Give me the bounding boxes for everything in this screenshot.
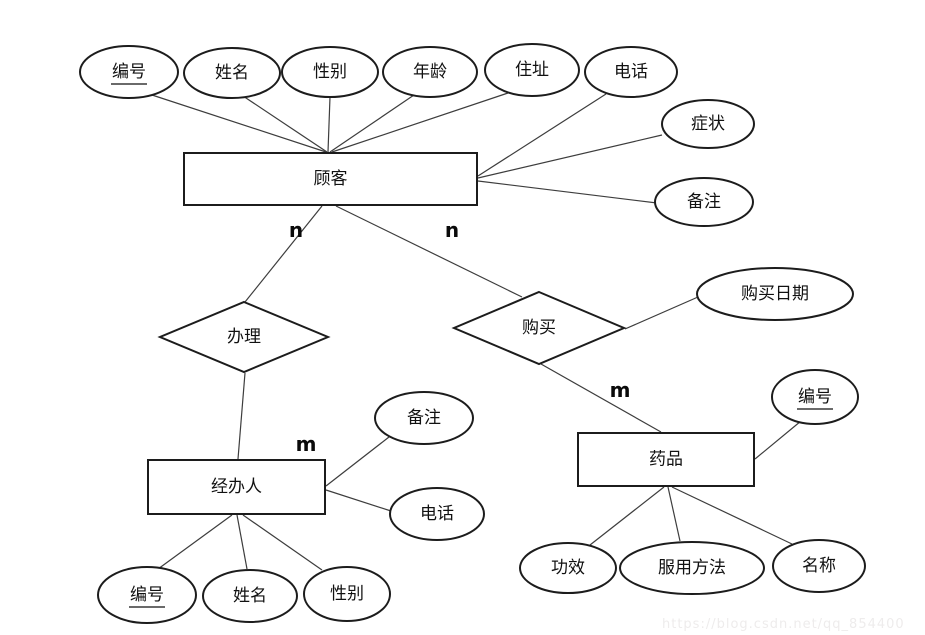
cardinality-label: m xyxy=(296,432,317,456)
edge-customer-to-goumai xyxy=(335,205,523,298)
attribute-ellipse xyxy=(281,46,379,98)
edge-handler-to-handler-note xyxy=(325,436,390,487)
attribute-ellipse xyxy=(303,566,391,622)
edge-customer-age-to-customer xyxy=(329,94,415,153)
attribute-purchase-date: 购买日期 xyxy=(696,267,854,321)
watermark-text: https://blog.csdn.net/qq_854400 xyxy=(662,617,905,632)
edge-banli-to-handler xyxy=(237,372,246,460)
edge-medicine-to-medicine-usage xyxy=(667,486,681,542)
edge-handler-to-handler-phone xyxy=(325,489,392,512)
attribute-ellipse xyxy=(772,539,866,593)
attribute-label: 备注 xyxy=(687,192,721,212)
attribute-ellipse xyxy=(389,487,485,541)
attribute-medicine-usage: 服用方法 xyxy=(619,541,765,595)
edge-customer-to-customer-note xyxy=(477,180,658,204)
attribute-ellipse xyxy=(79,45,179,99)
edge-goumai-to-purchase-date xyxy=(624,296,699,330)
attribute-label: 编号 xyxy=(798,387,832,407)
attribute-label: 年龄 xyxy=(413,62,447,82)
attribute-customer-name: 姓名 xyxy=(183,47,281,99)
attribute-ellipse xyxy=(584,46,678,98)
relationship-goumai: 购买 xyxy=(451,290,627,366)
relationship-banli: 办理 xyxy=(157,300,331,374)
entity-rect xyxy=(183,152,478,206)
attribute-label: 编号 xyxy=(130,585,164,605)
edge-handler-to-handler-name xyxy=(236,514,248,570)
relationship-diamond xyxy=(451,290,627,366)
attribute-customer-note: 备注 xyxy=(654,177,754,227)
attribute-label: 症状 xyxy=(691,114,725,134)
attribute-label: 姓名 xyxy=(215,63,249,83)
attribute-ellipse xyxy=(654,177,754,227)
attribute-customer-gender: 性别 xyxy=(281,46,379,98)
edge-customer-name-to-customer xyxy=(242,95,328,153)
attribute-label: 功效 xyxy=(551,558,585,578)
cardinality-label: m xyxy=(610,378,631,402)
attribute-customer-phone: 电话 xyxy=(584,46,678,98)
attribute-label: 住址 xyxy=(515,60,549,80)
entity-medicine: 药品 xyxy=(577,432,755,487)
attribute-handler-name: 姓名 xyxy=(202,569,298,623)
entity-rect xyxy=(147,459,326,515)
edge-medicine-to-medicine-id xyxy=(754,420,802,460)
entity-handler: 经办人 xyxy=(147,459,326,515)
edge-medicine-to-medicine-name xyxy=(671,486,793,545)
attribute-label: 性别 xyxy=(313,62,347,82)
edge-customer-to-customer-phone xyxy=(477,93,607,177)
attribute-ellipse xyxy=(183,47,281,99)
relationship-label: 购买 xyxy=(522,318,556,338)
attribute-handler-phone: 电话 xyxy=(389,487,485,541)
attribute-label: 备注 xyxy=(407,408,441,428)
attribute-ellipse xyxy=(619,541,765,595)
attribute-customer-address: 住址 xyxy=(484,43,580,97)
attribute-handler-gender: 性别 xyxy=(303,566,391,622)
cardinality-label: n xyxy=(289,218,303,242)
attribute-label: 电话 xyxy=(420,504,454,524)
edge-handler-to-handler-gender xyxy=(242,514,323,571)
entity-rect xyxy=(577,432,755,487)
attribute-label: 性别 xyxy=(330,584,364,604)
attribute-ellipse xyxy=(97,566,197,624)
edge-customer-to-customer-symptom xyxy=(477,134,663,179)
attribute-medicine-name: 名称 xyxy=(772,539,866,593)
attribute-ellipse xyxy=(771,369,859,425)
entity-label: 顾客 xyxy=(314,169,348,189)
attribute-ellipse xyxy=(484,43,580,97)
entity-label: 药品 xyxy=(649,450,683,470)
attribute-medicine-effect: 功效 xyxy=(519,542,617,594)
edge-medicine-to-medicine-effect xyxy=(589,486,665,546)
edge-customer-gender-to-customer xyxy=(327,96,331,153)
attribute-ellipse xyxy=(661,99,755,149)
attribute-ellipse xyxy=(374,391,474,445)
attribute-label: 姓名 xyxy=(233,586,267,606)
attribute-label: 电话 xyxy=(614,62,648,82)
attribute-ellipse xyxy=(519,542,617,594)
relationship-label: 办理 xyxy=(227,327,261,347)
attribute-label: 名称 xyxy=(802,556,836,576)
attribute-handler-id: 编号 xyxy=(97,566,197,624)
attribute-medicine-id: 编号 xyxy=(771,369,859,425)
entity-label: 经办人 xyxy=(211,477,262,497)
edge-handler-to-handler-id xyxy=(157,514,233,570)
attribute-label: 购买日期 xyxy=(741,284,809,304)
attribute-customer-age: 年龄 xyxy=(382,46,478,98)
attribute-customer-id: 编号 xyxy=(79,45,179,99)
edge-customer-id-to-customer xyxy=(151,94,327,153)
edge-customer-to-banli xyxy=(244,205,323,303)
attribute-customer-symptom: 症状 xyxy=(661,99,755,149)
attribute-label: 服用方法 xyxy=(658,558,726,578)
relationship-diamond xyxy=(157,300,331,374)
edge-customer-address-to-customer xyxy=(331,92,509,153)
entity-customer: 顾客 xyxy=(183,152,478,206)
attribute-ellipse xyxy=(382,46,478,98)
cardinality-label: n xyxy=(445,218,459,242)
attribute-ellipse xyxy=(696,267,854,321)
attribute-handler-note: 备注 xyxy=(374,391,474,445)
edge-goumai-to-medicine xyxy=(540,363,662,433)
attribute-ellipse xyxy=(202,569,298,623)
attribute-label: 编号 xyxy=(112,62,146,82)
